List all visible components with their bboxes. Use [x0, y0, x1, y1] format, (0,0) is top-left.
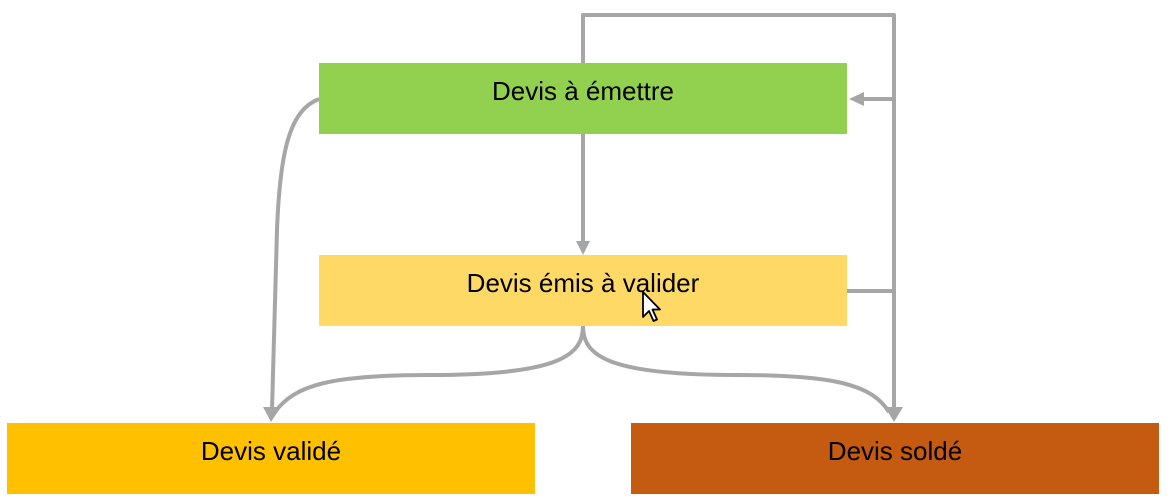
status-node-devis-emis-a-valider: Devis émis à valider: [319, 255, 847, 326]
arrowhead-into-emis-a-valider: [576, 241, 590, 255]
status-node-devis-solde: Devis soldé: [631, 423, 1159, 494]
arrowhead-into-a-emettre: [849, 92, 864, 106]
node-label: Devis émis à valider: [466, 268, 700, 298]
node-label: Devis à émettre: [491, 76, 675, 106]
node-label: Devis soldé: [827, 436, 963, 466]
status-node-devis-a-emettre: Devis à émettre: [319, 63, 847, 134]
edge-a-emettre-to-valide: [270, 97, 320, 411]
status-node-devis-valide: Devis validé: [7, 423, 535, 494]
arrowhead-into-solde: [885, 407, 903, 422]
arrowhead-into-valide: [263, 407, 281, 422]
edge-emis-a-valider-to-valide: [273, 325, 585, 414]
edge-emis-a-valider-to-solde: [581, 325, 891, 414]
edge-a-emettre-to-solde: [581, 13, 896, 412]
node-label: Devis validé: [200, 436, 342, 466]
mouse-pointer-icon: [642, 291, 661, 322]
